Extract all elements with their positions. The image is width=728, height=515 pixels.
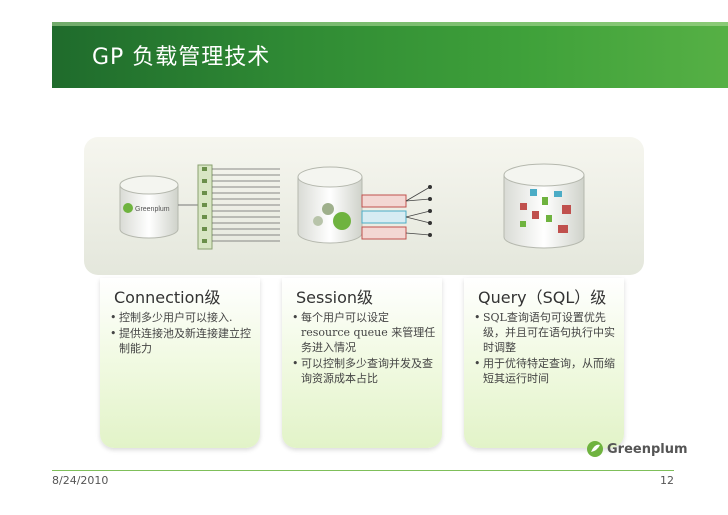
list-item: 每个用户可以设定 resource queue 来管理任务进入情况 bbox=[292, 310, 437, 355]
list-item: SQL查询语句可设置优先级，并且可在语句执行中实时调整 bbox=[474, 310, 619, 355]
query-database-icon bbox=[503, 163, 585, 249]
connection-database-icon: Greenplum bbox=[119, 175, 179, 239]
query-level-heading: Query（SQL）级 bbox=[478, 288, 607, 307]
session-level-bullets: 每个用户可以设定 resource queue 来管理任务进入情况 可以控制多少… bbox=[292, 310, 437, 387]
session-level-panel: Session级 每个用户可以设定 resource queue 来管理任务进入… bbox=[282, 278, 442, 448]
greenplum-mark-icon bbox=[123, 203, 133, 213]
greenplum-leaf-icon bbox=[587, 441, 603, 457]
slide-date: 8/24/2010 bbox=[52, 474, 109, 487]
logo-text: Greenplum bbox=[607, 441, 688, 457]
gear-icon bbox=[322, 203, 334, 215]
list-item: 用于优待特定查询，从而缩短其运行时间 bbox=[474, 356, 619, 386]
query-level-panel: Query（SQL）级 SQL查询语句可设置优先级，并且可在语句执行中实时调整 … bbox=[464, 278, 624, 448]
session-database-icon bbox=[297, 166, 363, 244]
connection-level-panel: Connection级 控制多少用户可以接入. 提供连接池及新连接建立控制能力 bbox=[100, 278, 260, 448]
page-number: 12 bbox=[660, 474, 674, 487]
gear-icon bbox=[333, 212, 351, 230]
list-item: 可以控制多少查询并发及查询资源成本占比 bbox=[292, 356, 437, 386]
connection-level-heading: Connection级 bbox=[114, 288, 221, 307]
query-priority-blocks-icon bbox=[520, 189, 571, 233]
list-item: 提供连接池及新连接建立控制能力 bbox=[110, 326, 255, 356]
db-brand-label: Greenplum bbox=[135, 206, 170, 213]
slide-title: GP 负载管理技术 bbox=[92, 45, 271, 70]
resource-queue-icon bbox=[361, 185, 432, 240]
connection-pool-icon bbox=[197, 164, 280, 250]
gear-icon bbox=[313, 216, 323, 226]
list-item: 控制多少用户可以接入. bbox=[110, 310, 255, 325]
session-level-heading: Session级 bbox=[296, 288, 374, 307]
workload-diagram: Greenplum bbox=[119, 163, 585, 250]
title-bar: GP 负载管理技术 bbox=[52, 22, 728, 88]
connection-level-bullets: 控制多少用户可以接入. 提供连接池及新连接建立控制能力 bbox=[110, 310, 255, 357]
footer-divider bbox=[52, 470, 674, 471]
greenplum-logo: Greenplum bbox=[586, 440, 688, 458]
query-level-bullets: SQL查询语句可设置优先级，并且可在语句执行中实时调整 用于优待特定查询，从而缩… bbox=[474, 310, 619, 387]
